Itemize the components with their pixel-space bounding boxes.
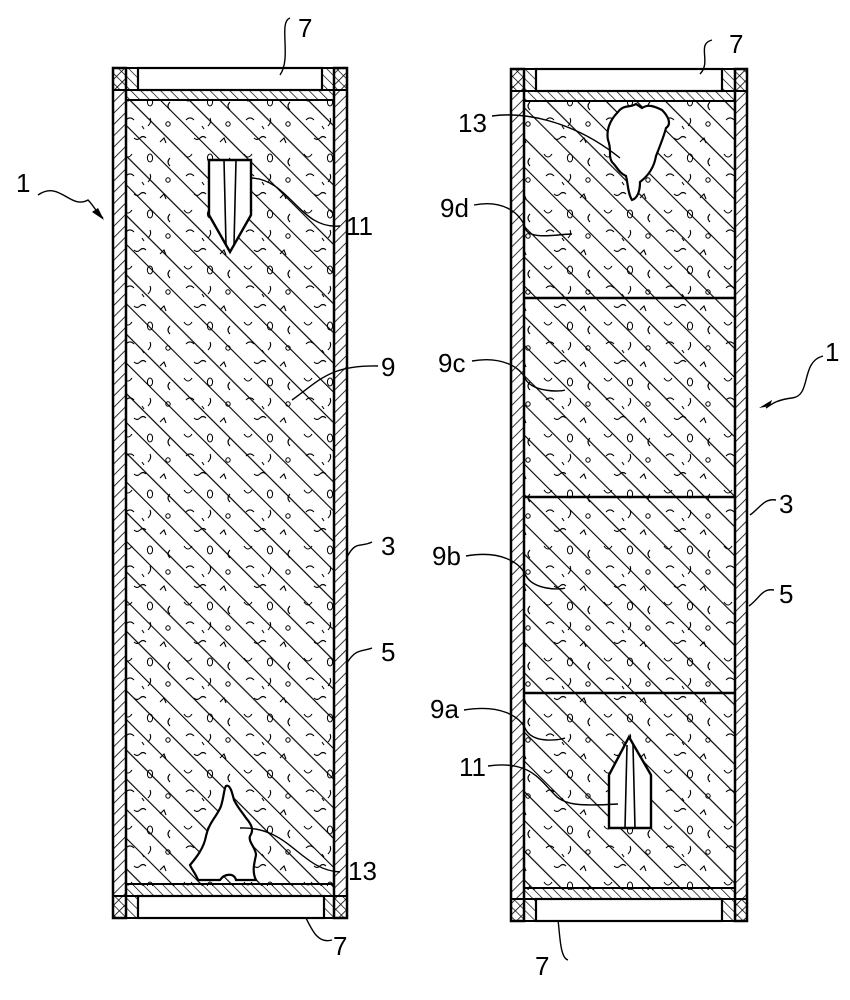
right-label-section-a: 9a [430, 694, 459, 724]
right-label-section-c: 9c [438, 348, 465, 378]
left-top-cap-corner-l [112, 67, 139, 91]
right-label-cavity: 13 [458, 108, 487, 138]
right-label-probe: 11 [459, 752, 486, 782]
right-bottom-cap-corner-r [721, 898, 748, 922]
left-label-device: 1 [16, 168, 30, 198]
right-bottom-cap-frame [523, 887, 736, 900]
left-cavity [188, 784, 258, 882]
left-probe [207, 158, 253, 255]
right-top-cap-window [534, 67, 724, 93]
left-label-bottom-cap: 7 [333, 931, 347, 961]
right-top-cap-corner-l [510, 68, 537, 92]
right-leaders [463, 39, 824, 961]
right-outer-wall-left [509, 67, 526, 923]
left-bottom-cap-corner-l [112, 895, 139, 919]
right-label-outer-wall: 3 [779, 489, 793, 519]
right-column [509, 67, 749, 923]
right-label-inner-wall: 5 [779, 579, 793, 609]
left-label-inner-wall: 5 [381, 637, 395, 667]
right-label-top-cap: 7 [729, 29, 743, 59]
left-top-cap-corner-r [321, 67, 348, 91]
left-label-outer-wall: 3 [381, 531, 395, 561]
left-column [111, 66, 349, 920]
left-label-top-cap: 7 [298, 13, 312, 43]
left-device-arrowhead [92, 208, 104, 220]
right-bottom-cap-window [534, 897, 724, 923]
left-label-probe: 11 [346, 211, 373, 241]
left-top-cap-window [136, 66, 324, 92]
left-top-cap-frame [125, 89, 335, 101]
left-bottom-cap-window [136, 894, 326, 920]
right-device-arrowhead [759, 400, 772, 408]
right-label-section-d: 9d [440, 193, 469, 223]
left-label-cavity: 13 [348, 856, 377, 886]
right-top-cap-frame [523, 90, 736, 102]
left-label-packing: 9 [381, 352, 395, 382]
right-label-device: 1 [825, 337, 839, 367]
left-outer-wall-left [111, 66, 128, 920]
left-outer-wall-right [332, 66, 349, 920]
right-outer-wall-right [733, 67, 749, 923]
right-cavity [606, 102, 671, 202]
right-label-section-b: 9b [432, 541, 461, 571]
right-top-cap-corner-r [721, 68, 748, 92]
right-label-bottom-cap: 7 [535, 951, 549, 981]
right-bottom-cap-corner-l [510, 898, 537, 922]
right-probe [607, 734, 653, 830]
left-bottom-cap-corner-r [321, 895, 348, 919]
left-bottom-cap-frame [125, 883, 335, 897]
